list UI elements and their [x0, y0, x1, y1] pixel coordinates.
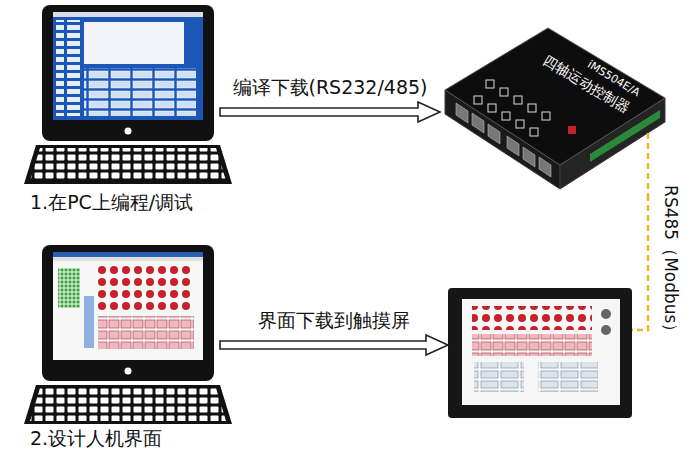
touch-screen [448, 288, 632, 418]
pc-monitor [42, 245, 214, 381]
step-caption: 2.设计人机界面 [30, 428, 162, 450]
controller-device [445, 28, 665, 195]
edge-label: RS485（Modbus） [660, 185, 680, 340]
step-caption: 1.在PC上编程/调试 [30, 192, 193, 214]
pc-station: 2.设计人机界面 [25, 245, 220, 453]
motion-controller: iMS504E/A四轴运动控制器 [440, 25, 665, 195]
edge-label: 界面下载到触摸屏 [258, 310, 410, 332]
hollow-arrow [220, 335, 448, 355]
pc-station: 1.在PC上编程/调试 [25, 5, 220, 217]
dashed-cable [632, 195, 648, 330]
pc-monitor [42, 5, 214, 141]
touch-screen [448, 288, 632, 418]
pc-keyboard [24, 145, 232, 184]
pc-keyboard [24, 385, 232, 424]
edge-label: 编译下载(RS232/485) [233, 77, 428, 99]
hollow-arrow [220, 102, 440, 122]
